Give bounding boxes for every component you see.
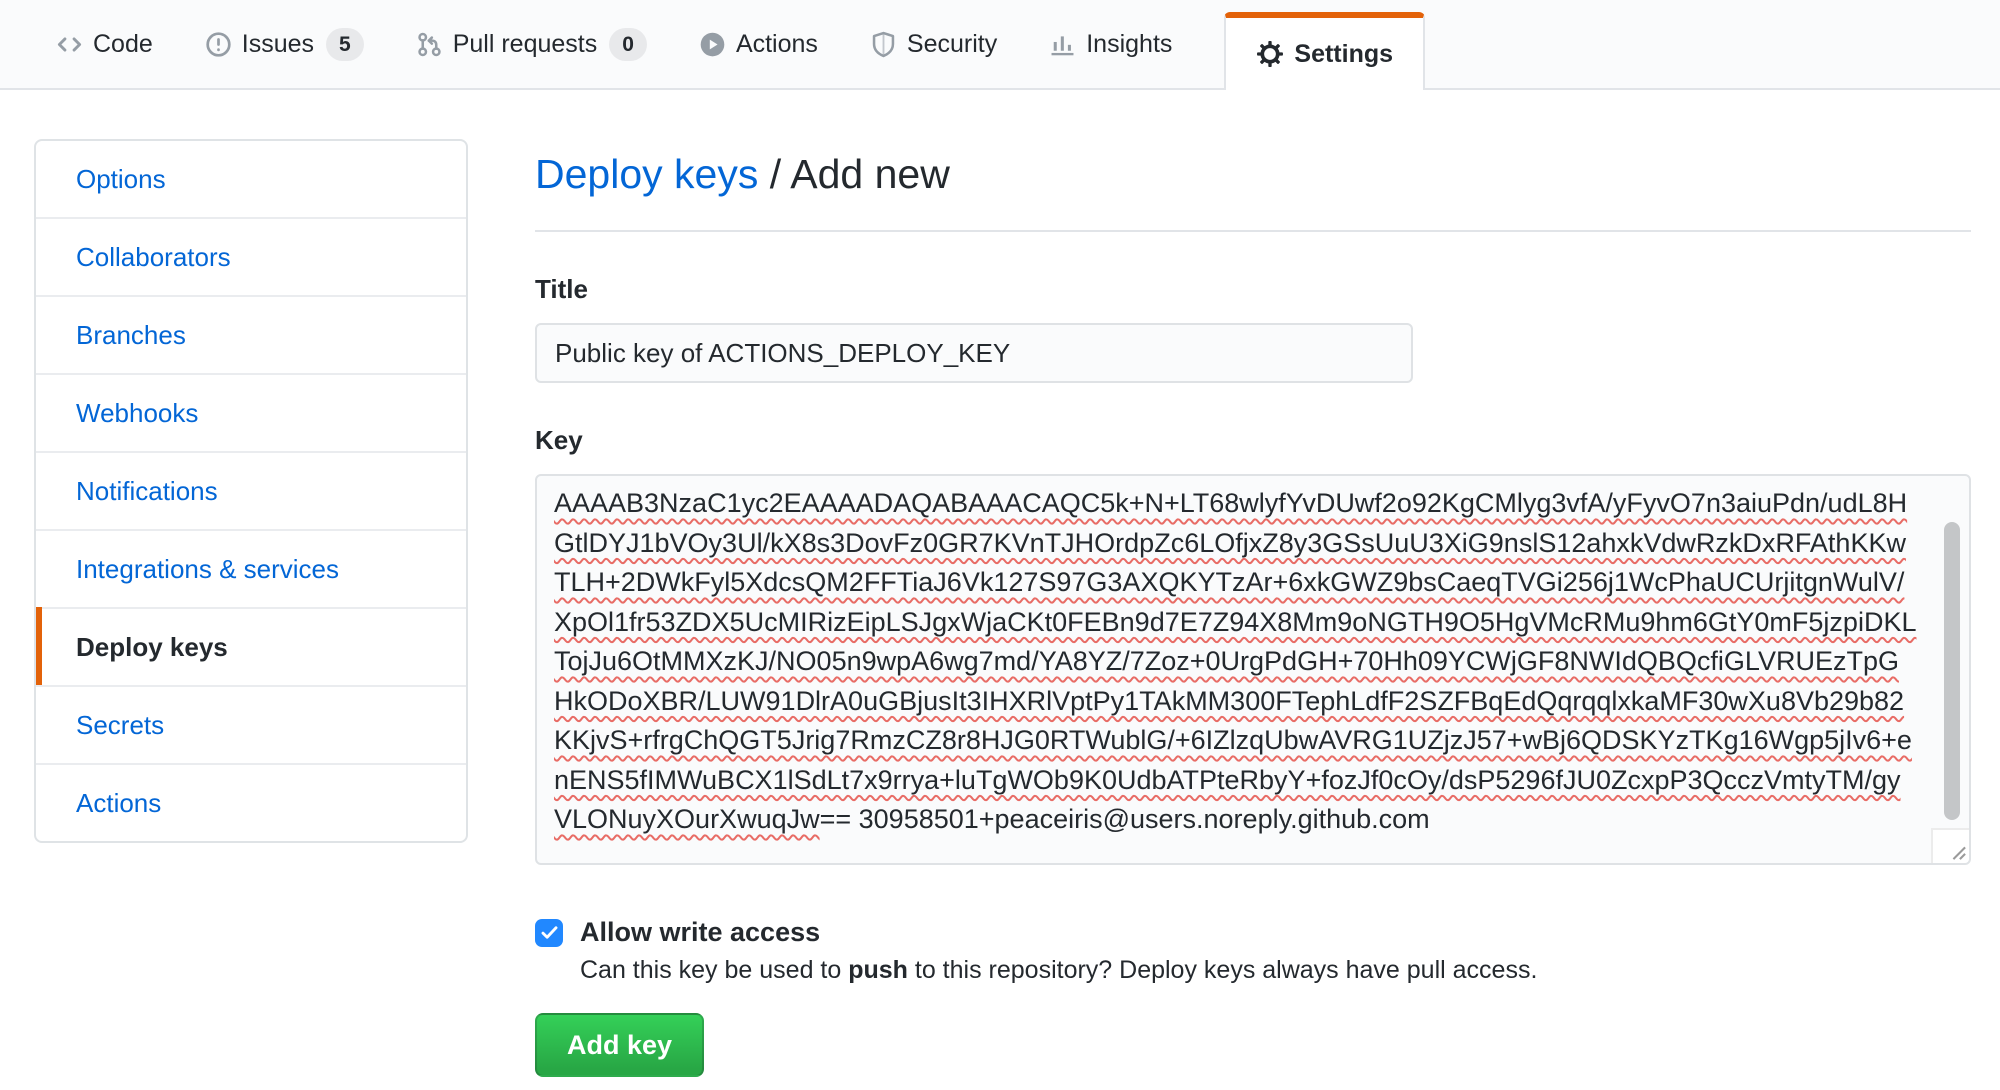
sidebar-item-webhooks[interactable]: Webhooks <box>36 373 466 451</box>
tab-label: Pull requests <box>452 29 598 58</box>
tab-insights[interactable]: Insights <box>1049 30 1172 59</box>
breadcrumb-current: Add new <box>790 151 950 197</box>
allow-write-row: Allow write access <box>535 917 1971 948</box>
tab-label: Actions <box>735 29 818 58</box>
title-input[interactable] <box>535 323 1413 383</box>
deploy-keys-breadcrumb-link[interactable]: Deploy keys <box>535 151 759 197</box>
graph-icon <box>1049 31 1076 58</box>
settings-menu: Options Collaborators Branches Webhooks … <box>34 139 468 843</box>
pull-requests-count-badge: 0 <box>609 27 647 61</box>
sidebar-item-options[interactable]: Options <box>76 164 166 194</box>
sidebar-item-integrations-services[interactable]: Integrations & services <box>36 529 466 607</box>
key-textarea[interactable]: AAAAB3NzaC1yc2EAAAADAQABAAACAQC5k+N+LT68… <box>535 474 1971 865</box>
key-field-label: Key <box>535 425 583 455</box>
tab-actions[interactable]: Actions <box>699 30 818 59</box>
sidebar-item-actions[interactable]: Actions <box>36 763 466 841</box>
allow-write-checkbox[interactable] <box>535 918 563 947</box>
check-icon <box>541 926 557 939</box>
key-comment-text: == 30958501+peaceiris@users.noreply.gith… <box>819 804 1430 834</box>
sidebar-item-notifications[interactable]: Notifications <box>36 451 466 529</box>
sidebar-item-collaborators[interactable]: Collaborators <box>36 217 466 295</box>
play-icon <box>699 31 726 58</box>
page-title: Deploy keys / Add new <box>535 139 1971 232</box>
add-key-button[interactable]: Add key <box>535 1013 705 1077</box>
tab-settings[interactable]: Settings <box>1224 12 1426 90</box>
allow-write-description: Can this key be used to push to this rep… <box>580 956 1538 984</box>
resize-grip-icon <box>1952 846 1966 860</box>
textarea-scrollbar-thumb[interactable] <box>1944 522 1960 820</box>
tab-label: Code <box>93 29 153 58</box>
tab-label: Settings <box>1294 39 1394 68</box>
key-value-text: AAAAB3NzaC1yc2EAAAADAQABAAACAQC5k+N+LT68… <box>554 488 1917 834</box>
title-field-label: Title <box>535 274 588 304</box>
tab-issues[interactable]: Issues 5 <box>205 27 364 61</box>
gear-icon <box>1256 40 1284 68</box>
sidebar-item-deploy-keys[interactable]: Deploy keys <box>36 607 466 687</box>
code-icon <box>56 31 83 58</box>
breadcrumb-separator: / <box>758 151 791 197</box>
tab-code[interactable]: Code <box>56 30 153 59</box>
repo-tab-bar: Code Issues 5 Pull requests 0 Actions Se… <box>0 0 2000 90</box>
textarea-resize-grip[interactable] <box>1931 828 1969 863</box>
tab-label: Security <box>906 29 998 58</box>
shield-icon <box>870 31 897 58</box>
sidebar-item-secrets[interactable]: Secrets <box>36 685 466 763</box>
issues-count-badge: 5 <box>326 27 364 61</box>
issue-opened-icon <box>205 31 232 58</box>
git-pull-request-icon <box>416 31 443 58</box>
deploy-key-form: Deploy keys / Add new Title Key AAAAB3Nz… <box>535 139 1971 1077</box>
tab-label: Insights <box>1086 29 1173 58</box>
tab-security[interactable]: Security <box>870 30 997 59</box>
sidebar-item-branches[interactable]: Branches <box>36 295 466 373</box>
tab-pull-requests[interactable]: Pull requests 0 <box>416 27 647 61</box>
allow-write-label[interactable]: Allow write access <box>580 917 821 947</box>
tab-label: Issues <box>241 29 315 58</box>
